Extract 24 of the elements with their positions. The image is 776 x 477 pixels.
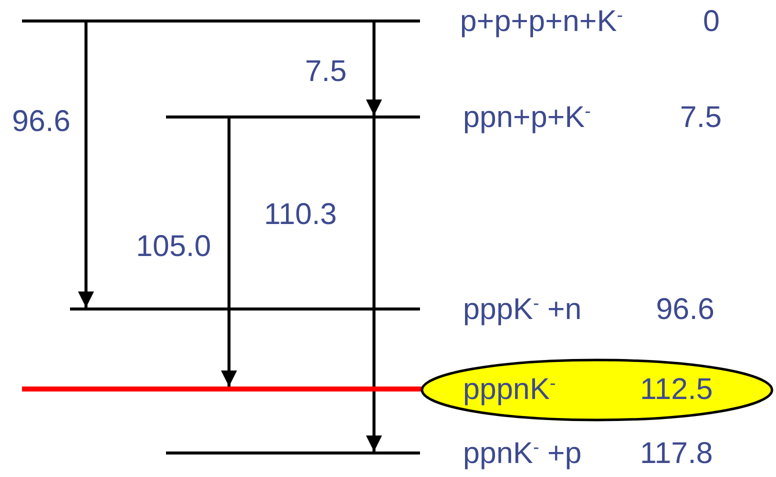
energy-value: 112.5 (640, 373, 713, 407)
transition-arrow (366, 21, 382, 116)
energy-level-line (22, 386, 424, 392)
energy-value: 0 (703, 5, 720, 39)
energy-level-line (70, 308, 420, 310)
energy-value: 7.5 (680, 101, 722, 135)
energy-value: 96.6 (656, 293, 714, 327)
transition-arrow (221, 117, 237, 386)
state-label: p+p+p+n+K$^{-}$ (460, 5, 623, 40)
state-label: pppK$^{-}$ +n (463, 293, 582, 328)
state-label: ppnK$^{-}$ +p (463, 437, 582, 472)
state-label: ppn+p+K$^{-}$ (463, 101, 591, 136)
energy-level-line (166, 116, 420, 118)
edge-label: 110.3 (264, 198, 337, 232)
highlight-ellipse (420, 358, 774, 422)
edge-label: 96.6 (12, 105, 70, 139)
energy-value: 117.8 (640, 437, 713, 471)
energy-level-line (166, 452, 420, 454)
edge-label: 105.0 (136, 230, 212, 264)
edge-label: 7.5 (305, 55, 347, 89)
transition-arrow (366, 117, 382, 452)
transition-arrow (78, 21, 94, 308)
energy-level-line (22, 20, 420, 22)
state-label: pppnK$^{-}$ (463, 373, 556, 408)
